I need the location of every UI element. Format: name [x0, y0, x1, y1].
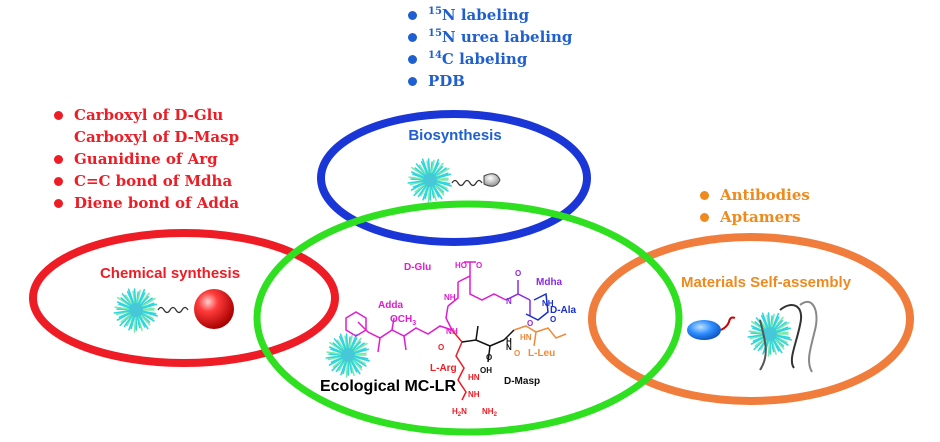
materials-self-assembly-title: Materials Self-assembly — [681, 274, 852, 291]
atom-label: HN — [468, 373, 480, 382]
adda-label: Adda — [378, 300, 403, 311]
atom-label: HO — [455, 261, 467, 270]
mc-lr-molecule — [345, 261, 567, 401]
atom-label: H — [452, 327, 458, 336]
atom-label: O — [515, 269, 521, 278]
atom-label: NH — [444, 293, 456, 302]
list-item: PDB — [406, 70, 572, 92]
bullet-dot-icon — [408, 77, 417, 86]
materials-self-assembly-ellipse — [588, 233, 914, 405]
bullet-dot-icon — [700, 213, 709, 222]
spiky-particle-icon — [325, 333, 370, 378]
spiky-particle-icon — [407, 158, 452, 203]
atom-label: O — [438, 343, 444, 352]
list-item: Diene bond of Adda — [52, 192, 239, 214]
atom-label: O — [486, 353, 492, 362]
bullet-dot-icon — [54, 177, 63, 186]
atom-label: HN — [520, 333, 532, 342]
list-item: Antibodies — [698, 184, 810, 206]
bullet-dot-icon — [54, 199, 63, 208]
list-item: Carboxyl of D-Masp — [74, 128, 240, 146]
atom-label: O — [550, 315, 556, 324]
ecological-ellipse — [253, 200, 683, 436]
l-arg-label: L-Arg — [430, 363, 457, 374]
bullet-dot-icon — [408, 55, 417, 64]
wavy-linker-icon — [451, 179, 483, 187]
list-item: 15N urea labeling — [406, 26, 572, 48]
bullet-dot-icon — [700, 191, 709, 200]
list-item: 14C labeling — [406, 48, 572, 70]
spiky-particle-icon — [747, 312, 792, 357]
bullet-dot-icon — [408, 11, 417, 20]
atom-label: N — [506, 297, 512, 306]
bullet-dot-icon — [54, 155, 63, 164]
labeling-methods-list: 15N labeling 15N urea labeling 14C label… — [406, 4, 572, 92]
d-ala-label: D-Ala — [550, 305, 577, 316]
list-item: C=C bond of Mdha — [52, 170, 239, 192]
ribbon-icon — [759, 300, 818, 373]
recognition-materials-list: Antibodies Aptamers — [698, 184, 810, 228]
tracer-tip-icon — [483, 173, 501, 187]
list-item: Carboxyl of D-Glu — [52, 104, 239, 126]
atom-label: NH2 — [482, 407, 498, 418]
wavy-linker-icon — [157, 306, 189, 314]
atom-label: H2N — [452, 407, 467, 418]
bullet-dot-icon — [54, 111, 63, 120]
list-item: Guanidine of Arg — [52, 148, 239, 170]
list-item: Aptamers — [698, 206, 810, 228]
atom-label: O — [514, 349, 520, 358]
atom-label: H — [506, 337, 512, 346]
blue-pill-icon — [687, 320, 721, 340]
chemical-sites-list: Carboxyl of D-Glu Carboxyl of D-Masp Gua… — [52, 104, 239, 214]
mdha-label: Mdha — [536, 277, 563, 288]
atom-label: O — [527, 319, 533, 328]
spiky-particle-icon — [113, 288, 158, 333]
chemical-synthesis-title: Chemical synthesis — [100, 265, 240, 282]
och3-label: OCH3 — [390, 314, 416, 327]
red-linker-icon — [720, 316, 736, 331]
atom-label: N — [506, 343, 512, 352]
atom-label: NH — [468, 390, 480, 399]
ecological-mc-lr-title: Ecological MC-LR — [320, 378, 456, 395]
atom-label: NH — [542, 299, 554, 308]
atom-label: N — [446, 327, 452, 336]
atom-label: O — [476, 261, 482, 270]
d-glu-label: D-Glu — [404, 262, 431, 273]
atom-label: OH — [480, 366, 492, 375]
biosynthesis-title: Biosynthesis — [408, 127, 501, 144]
list-item: 15N labeling — [406, 4, 572, 26]
bullet-dot-icon — [408, 33, 417, 42]
biosynthesis-ellipse — [317, 110, 591, 246]
red-ball-icon — [194, 289, 234, 329]
l-leu-label: L-Leu — [528, 348, 555, 359]
chemical-synthesis-ellipse — [29, 229, 339, 367]
d-masp-label: D-Masp — [504, 376, 540, 387]
